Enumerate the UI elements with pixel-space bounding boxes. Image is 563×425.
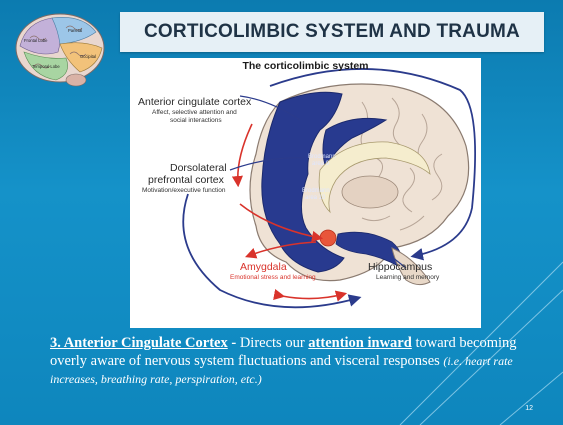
thalamus	[342, 176, 398, 208]
heading-dash: -	[228, 335, 240, 351]
amygdala-node	[320, 230, 336, 246]
figure-title: The corticolimbic system	[130, 60, 481, 72]
section-heading: 3. Anterior Cingulate Cortex	[50, 335, 228, 351]
label-amygdala-title: Amygdala	[240, 261, 287, 273]
logo-label-frontal: Frontal Lobe	[24, 38, 48, 43]
label-dlpfc-title1: Dorsolateral	[170, 162, 227, 174]
label-brodmann9-a: Brodmann	[308, 154, 336, 161]
logo-label-temporal: Temporal Lobe	[32, 64, 60, 69]
label-brodmann10-a: Brodmann	[302, 188, 330, 195]
red-arrow-amygdala-hippocampus	[282, 294, 344, 299]
body-emphasis: attention inward	[308, 335, 412, 351]
body-paragraph: 3. Anterior Cingulate Cortex - Directs o…	[50, 334, 540, 388]
label-hippocampus-title: Hippocampus	[368, 261, 432, 273]
label-acc-sub1: Affect, selective attention and	[152, 109, 237, 117]
label-dlpfc-title2: prefrontal cortex	[148, 174, 224, 186]
body-text-a: Directs our	[240, 335, 308, 351]
label-amygdala-sub: Emotional stress and learning	[230, 274, 316, 282]
slide-title: CORTICOLIMBIC SYSTEM AND TRAUMA	[144, 21, 520, 43]
label-dlpfc-sub: Motivation/executive function	[142, 187, 225, 195]
page-number: 12	[525, 405, 533, 412]
red-arrow-acc-dlpfc	[238, 124, 252, 184]
label-acc-sub2: social interactions	[170, 117, 222, 125]
brain-logo-image: Frontal Lobe Parietal Temporal Lobe Occi…	[10, 8, 110, 92]
label-hippocampus-sub: Learning and memory	[376, 274, 439, 282]
title-box: CORTICOLIMBIC SYSTEM AND TRAUMA	[120, 12, 544, 52]
logo-label-occipital: Occipital	[80, 54, 96, 59]
corticolimbic-figure: The corticolimbic system Anterior cingul…	[130, 58, 481, 328]
logo-label-parietal: Parietal	[68, 28, 82, 33]
label-brodmann9-b: area 9	[312, 161, 329, 168]
label-brodmann10-b: area 10	[305, 195, 325, 202]
label-acc-title: Anterior cingulate cortex	[138, 96, 251, 108]
